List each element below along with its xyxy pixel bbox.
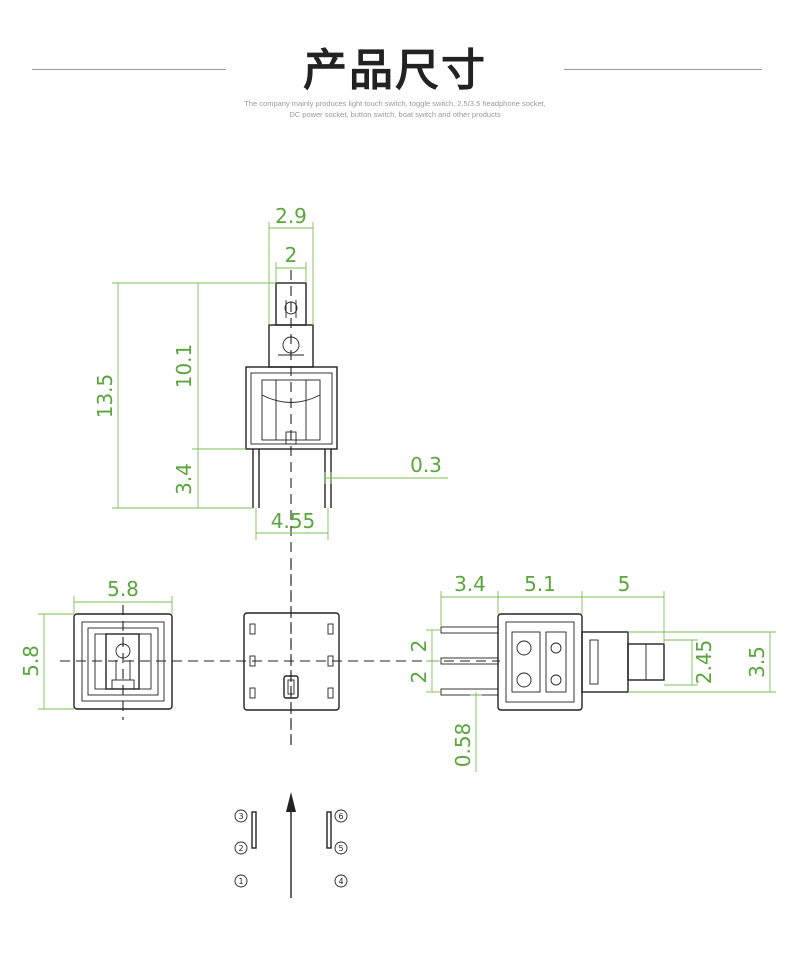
dim-side-pin-pitch-lower: 2 <box>407 671 431 684</box>
front-collar-hole <box>282 336 300 354</box>
dim-front-top-width: 2.9 <box>275 204 307 228</box>
dim-front-pin-length: 3.4 <box>172 463 196 495</box>
dim-front-total-height: 13.5 <box>93 374 117 419</box>
bottom-view <box>243 560 340 745</box>
pin-label-2: 2 <box>238 844 243 853</box>
pin-marker-6 <box>334 809 348 823</box>
bottom-center-pad <box>283 675 299 699</box>
bottom-body <box>243 612 340 711</box>
front-view: 2.9 2 13.5 10.1 3.4 0.3 4.55 <box>93 204 448 745</box>
pin-label-4: 4 <box>338 877 343 886</box>
dim-side-pin-length: 3.4 <box>454 572 486 596</box>
front-body <box>245 366 338 450</box>
title-rule-right <box>564 69 762 70</box>
page-title: 产品尺寸 <box>303 45 487 96</box>
top-body-outer <box>73 613 173 710</box>
pin-marker-1 <box>234 874 248 888</box>
dim-side-body-height: 3.5 <box>745 646 769 678</box>
direction-arrow-head <box>286 792 296 812</box>
dim-side-pin-offset: 0.58 <box>451 723 475 768</box>
subtitle-line-1: The company mainly produces light touch … <box>244 99 546 108</box>
page-header: 产品尺寸 The company mainly produces light t… <box>0 0 790 130</box>
front-stem-hole <box>284 301 298 315</box>
dim-side-stem-length: 5 <box>618 572 631 596</box>
side-stem-collar <box>581 631 629 693</box>
pin-marker-2 <box>234 841 248 855</box>
dim-side-pin-pitch-upper: 2 <box>407 640 431 653</box>
pin-label-5: 5 <box>338 844 343 853</box>
dim-side-body-length: 5.1 <box>524 572 556 596</box>
pin-label-1: 1 <box>238 877 243 886</box>
front-stem-collar <box>268 324 314 368</box>
title-rule-left <box>32 69 226 70</box>
dim-front-pin-pitch: 4.55 <box>271 509 316 533</box>
dim-front-pin-thickness: 0.3 <box>410 453 442 477</box>
dim-top-width: 5.8 <box>107 577 139 601</box>
pin-marker-3 <box>234 809 248 823</box>
pin-marker-5 <box>334 841 348 855</box>
pin-marker-4 <box>334 874 348 888</box>
subtitle-line-2: DC power socket, button switch, boat swi… <box>289 110 501 119</box>
pin-layout: 3 2 1 6 5 4 <box>234 792 348 898</box>
pin-bar-right <box>326 811 332 849</box>
dim-front-body-height: 10.1 <box>172 344 196 389</box>
dim-side-stem-dia: 2.45 <box>692 640 716 685</box>
side-view: 3.4 5.1 5 2 2 0.58 2.45 3.5 <box>407 572 776 772</box>
side-pin-top <box>440 626 499 634</box>
side-pin-bottom <box>440 688 499 696</box>
dim-top-height: 5.8 <box>19 645 43 677</box>
pin-label-6: 6 <box>338 812 343 821</box>
top-view: 5.8 5.8 <box>19 577 500 720</box>
dim-front-inner-width: 2 <box>285 243 298 267</box>
pin-bar-left <box>251 811 257 849</box>
pin-label-3: 3 <box>238 812 243 821</box>
